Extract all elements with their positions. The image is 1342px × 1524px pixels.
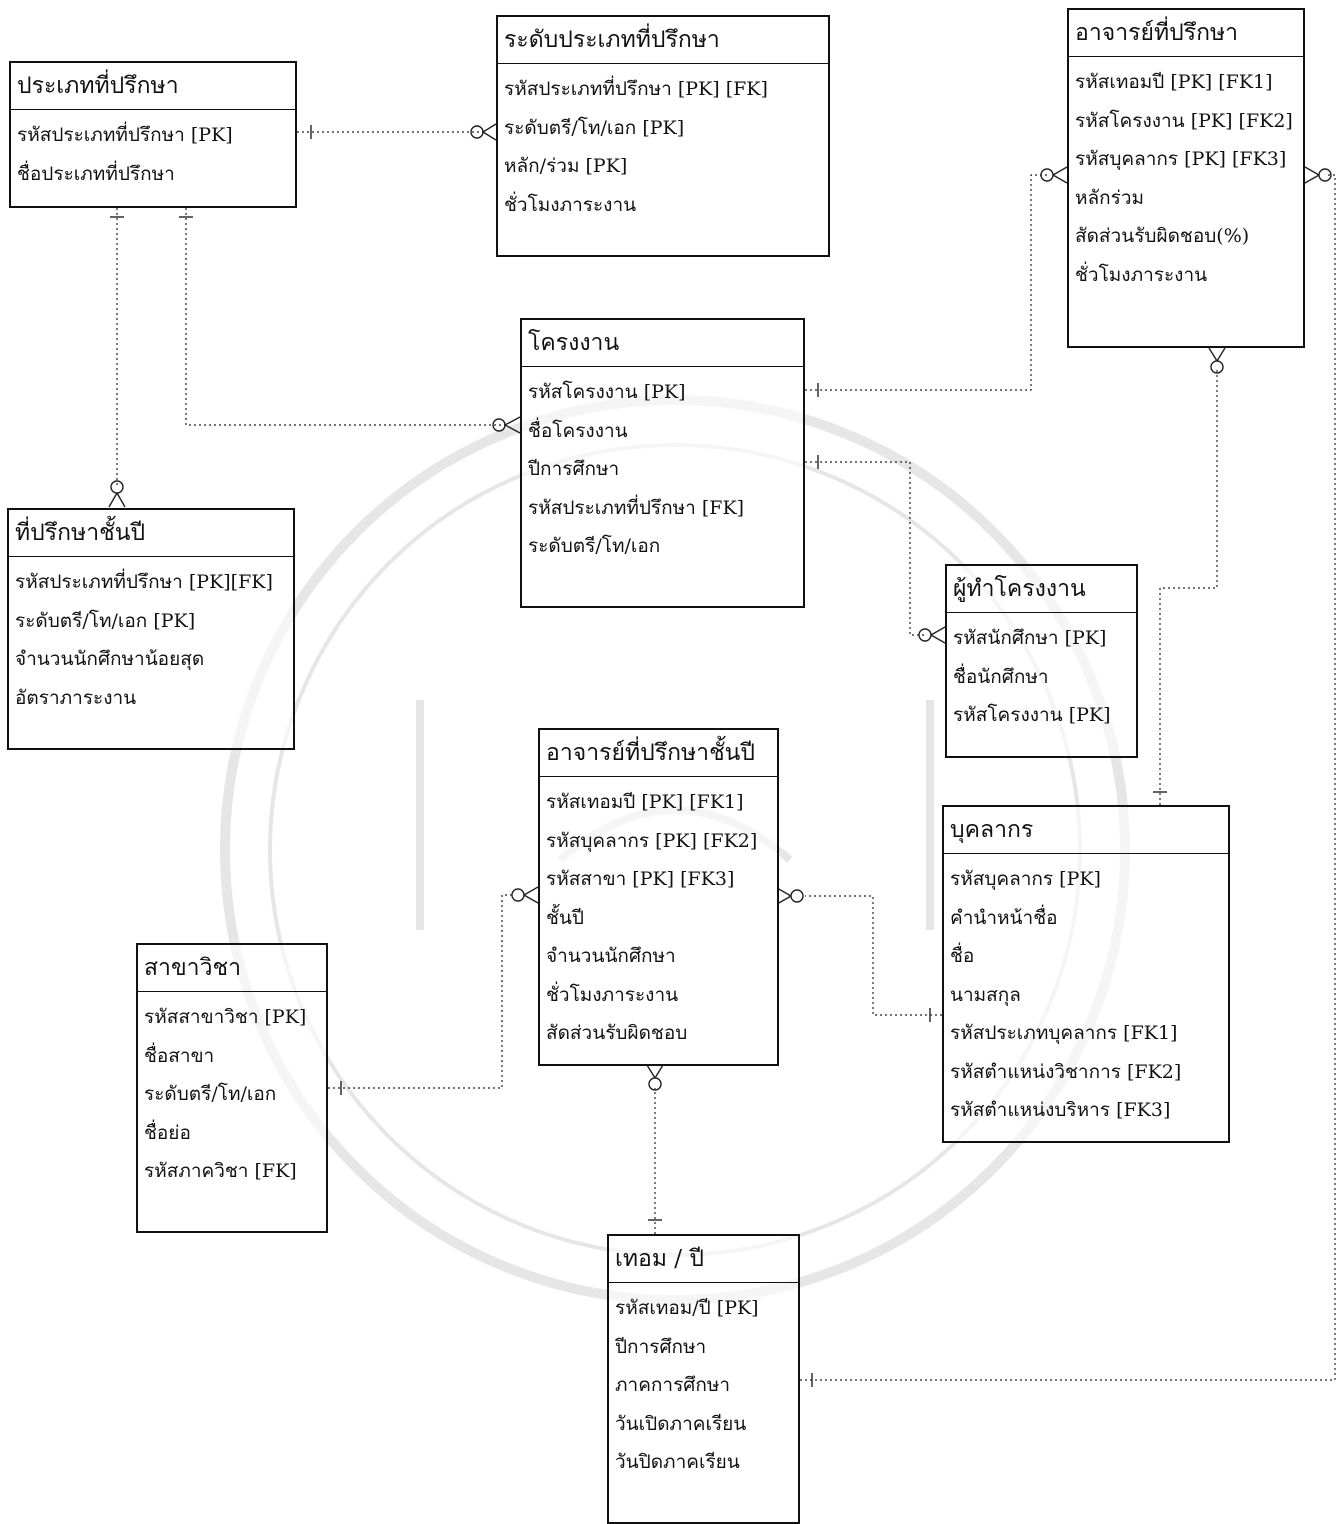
attribute: ชื่อโครงงาน — [528, 419, 628, 442]
attribute: ชั่วโมงภาระงาน — [1075, 263, 1208, 286]
entity-year-advisor-type: ที่ปรึกษาชั้นปี รหัสประเภทที่ปรึกษา [PK]… — [7, 508, 295, 750]
cardinality-markers — [108, 123, 1332, 1387]
rel-personnel-to-advisor — [1159, 367, 1218, 805]
attribute: รหัสโครงงาน [PK] — [953, 704, 1111, 726]
entity-title: สาขาวิชา — [138, 945, 326, 992]
attribute: รหัสตำแหน่งวิชาการ [FK2] — [950, 1060, 1182, 1083]
zero-marker — [511, 888, 525, 902]
many-marker — [1304, 166, 1320, 184]
attribute: ชั่วโมงภาระงาน — [504, 193, 637, 216]
rel-type-to-project — [185, 208, 506, 426]
attribute: รหัสนักศึกษา [PK] — [953, 627, 1107, 649]
attribute: จำนวนนักศึกษา — [546, 945, 676, 967]
rel-project-to-advisor — [805, 174, 1047, 391]
zero-marker — [918, 628, 932, 642]
attribute: ชื่อนักศึกษา — [953, 665, 1049, 688]
entity-title: ประเภทที่ปรึกษา — [11, 63, 295, 110]
zero-marker — [790, 889, 804, 903]
many-marker — [523, 886, 539, 904]
entity-title: ที่ปรึกษาชั้นปี — [9, 510, 293, 557]
attribute: รหัสภาควิชา [FK] — [144, 1160, 297, 1182]
many-marker — [776, 887, 792, 905]
attribute: รหัสสาขาวิชา [PK] — [144, 1006, 307, 1028]
rel-branch-to-yearadvisor — [328, 894, 512, 1089]
attribute: รหัสสาขา [PK] [FK3] — [546, 868, 735, 890]
attribute: รหัสบุคลากร [PK] [FK2] — [546, 829, 758, 852]
rel-personnel-to-yearadvisor — [805, 895, 942, 1016]
entity-project: โครงงาน รหัสโครงงาน [PK] ชื่อโครงงาน ปีก… — [520, 318, 805, 608]
attribute: ปีการศึกษา — [615, 1335, 707, 1358]
entity-title: ระดับประเภทที่ปรึกษา — [498, 17, 828, 64]
attribute: ชื่อย่อ — [144, 1121, 191, 1144]
attribute: ชั้นปี — [546, 906, 584, 929]
zero-marker — [110, 480, 124, 494]
attribute: ชื่อ — [950, 945, 975, 967]
attribute: ระดับตรี/โท/เอก — [528, 535, 661, 557]
attribute: สัดส่วนรับผิดชอบ(%) — [1075, 225, 1250, 247]
attribute: รหัสประเภทที่ปรึกษา [PK] [FK] — [504, 78, 768, 100]
many-marker — [646, 1064, 664, 1079]
entity-title: ผู้ทำโครงงาน — [947, 566, 1136, 613]
attribute: ชั่วโมงภาระงาน — [546, 983, 679, 1006]
entity-branch: สาขาวิชา รหัสสาขาวิชา [PK] ชื่อสาขา ระดั… — [136, 943, 328, 1233]
many-marker — [504, 416, 521, 434]
entity-term-year: เทอม / ปี รหัสเทอม/ปี [PK] ปีการศึกษา ภา… — [607, 1234, 800, 1524]
attribute: รหัสเทอมปี [PK] [FK1] — [546, 791, 744, 813]
attribute: รหัสบุคลากร [PK] [FK3] — [1075, 148, 1287, 170]
attribute: ชื่อสาขา — [144, 1044, 215, 1067]
attribute: รหัสโครงงาน [PK] — [528, 381, 686, 403]
attribute: สัดส่วนรับผิดชอบ — [546, 1022, 688, 1044]
attribute: รหัสประเภทที่ปรึกษา [PK] — [17, 124, 233, 146]
entity-year-advisor: อาจารย์ที่ปรึกษาชั้นปี รหัสเทอมปี [PK] [… — [538, 728, 779, 1066]
attribute: รหัสเทอมปี [PK] [FK1] — [1075, 71, 1273, 93]
rel-project-to-doers — [805, 461, 925, 636]
attribute: รหัสเทอม/ปี [PK] — [615, 1297, 759, 1319]
entity-title: เทอม / ปี — [609, 1236, 798, 1283]
attribute: ปีการศึกษา — [528, 458, 620, 480]
attribute: ระดับตรี/โท/เอก [PK] — [504, 116, 685, 139]
attribute: ชื่อประเภทที่ปรึกษา — [17, 162, 175, 185]
attribute: จำนวนนักศึกษาน้อยสุด — [15, 648, 205, 670]
rel-term-to-advisor — [800, 174, 1336, 1381]
entity-project-advisor: อาจารย์ที่ปรึกษา รหัสเทอมปี [PK] [FK1] ร… — [1067, 8, 1305, 348]
attribute: นามสกุล — [950, 983, 1021, 1006]
many-marker — [482, 123, 497, 141]
many-marker — [1208, 347, 1226, 362]
attribute: ระดับตรี/โท/เอก [PK] — [15, 609, 196, 632]
entity-advisor-type: ประเภทที่ปรึกษา รหัสประเภทที่ปรึกษา [PK]… — [9, 61, 297, 208]
attribute: รหัสประเภทที่ปรึกษา [FK] — [528, 496, 745, 519]
entity-personnel: บุคลากร รหัสบุคลากร [PK] คำนำหน้าชื่อ ชื… — [942, 805, 1230, 1143]
attribute: รหัสบุคลากร [PK] — [950, 868, 1101, 890]
attribute: คำนำหน้าชื่อ — [950, 906, 1058, 929]
many-marker — [930, 626, 946, 644]
attribute: หลัก/ร่วม [PK] — [504, 155, 628, 177]
entity-project-members: ผู้ทำโครงงาน รหัสนักศึกษา [PK] ชื่อนักศึ… — [945, 564, 1138, 758]
entity-title: บุคลากร — [944, 807, 1228, 854]
attribute: รหัสโครงงาน [PK] [FK2] — [1075, 109, 1293, 132]
entity-title: โครงงาน — [522, 320, 803, 367]
many-marker — [108, 492, 126, 508]
entity-advisor-type-level: ระดับประเภทที่ปรึกษา รหัสประเภทที่ปรึกษา… — [496, 15, 830, 257]
entity-title: อาจารย์ที่ปรึกษา — [1069, 10, 1303, 57]
attribute: วันเปิดภาคเรียน — [615, 1412, 747, 1435]
attribute: รหัสประเภทบุคลากร [FK1] — [950, 1022, 1178, 1044]
attribute: หลักร่วม — [1075, 186, 1145, 209]
entity-title: อาจารย์ที่ปรึกษาชั้นปี — [540, 730, 777, 777]
attribute: ระดับตรี/โท/เอก — [144, 1083, 277, 1105]
attribute: วันปิดภาคเรียน — [615, 1451, 740, 1473]
relationship-lines — [116, 131, 1336, 1381]
attribute: อัตราภาระงาน — [15, 686, 137, 709]
attribute: รหัสประเภทที่ปรึกษา [PK][FK] — [15, 571, 273, 593]
attribute: รหัสตำแหน่งบริหาร [FK3] — [950, 1099, 1171, 1121]
many-marker — [1052, 166, 1068, 184]
attribute: ภาคการศึกษา — [615, 1374, 731, 1396]
